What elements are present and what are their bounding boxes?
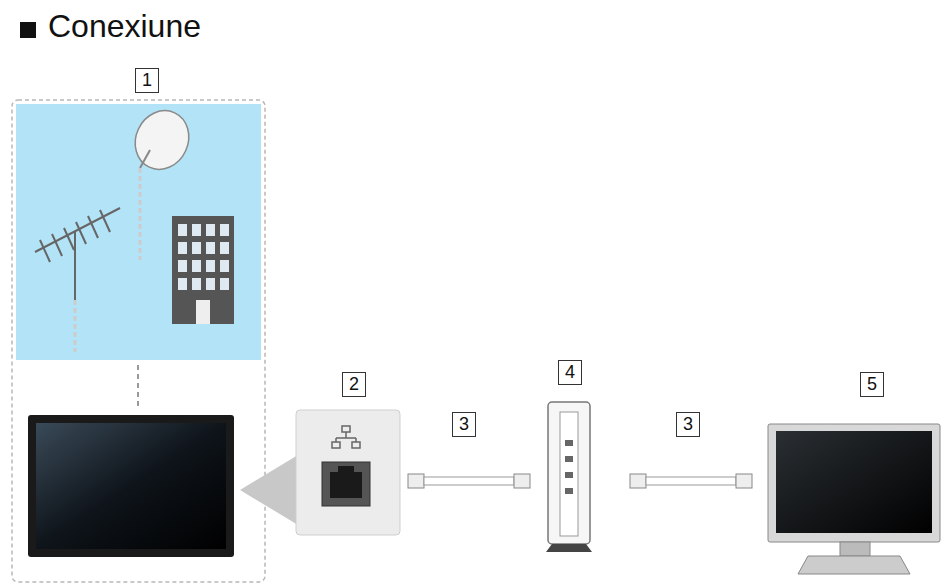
port-pointer xyxy=(240,455,298,525)
title-bullet xyxy=(20,22,36,38)
callout-number: 4 xyxy=(558,360,582,385)
router xyxy=(546,402,592,552)
callout-number: 3 xyxy=(452,412,476,437)
lan-port xyxy=(296,410,400,535)
tv-server xyxy=(28,415,234,557)
callout-number: 3 xyxy=(676,412,700,437)
lan-cable xyxy=(408,474,530,488)
lan-cable xyxy=(630,474,752,488)
diagram-title: Conexiune xyxy=(48,8,201,45)
callout-number: 5 xyxy=(860,372,884,397)
apartment-building xyxy=(172,216,234,324)
antenna xyxy=(35,208,120,352)
callout-number: 1 xyxy=(135,68,159,93)
signal-link xyxy=(137,365,139,410)
callout-number: 2 xyxy=(342,372,366,397)
group-frame xyxy=(12,100,265,582)
tv-client xyxy=(768,424,940,574)
